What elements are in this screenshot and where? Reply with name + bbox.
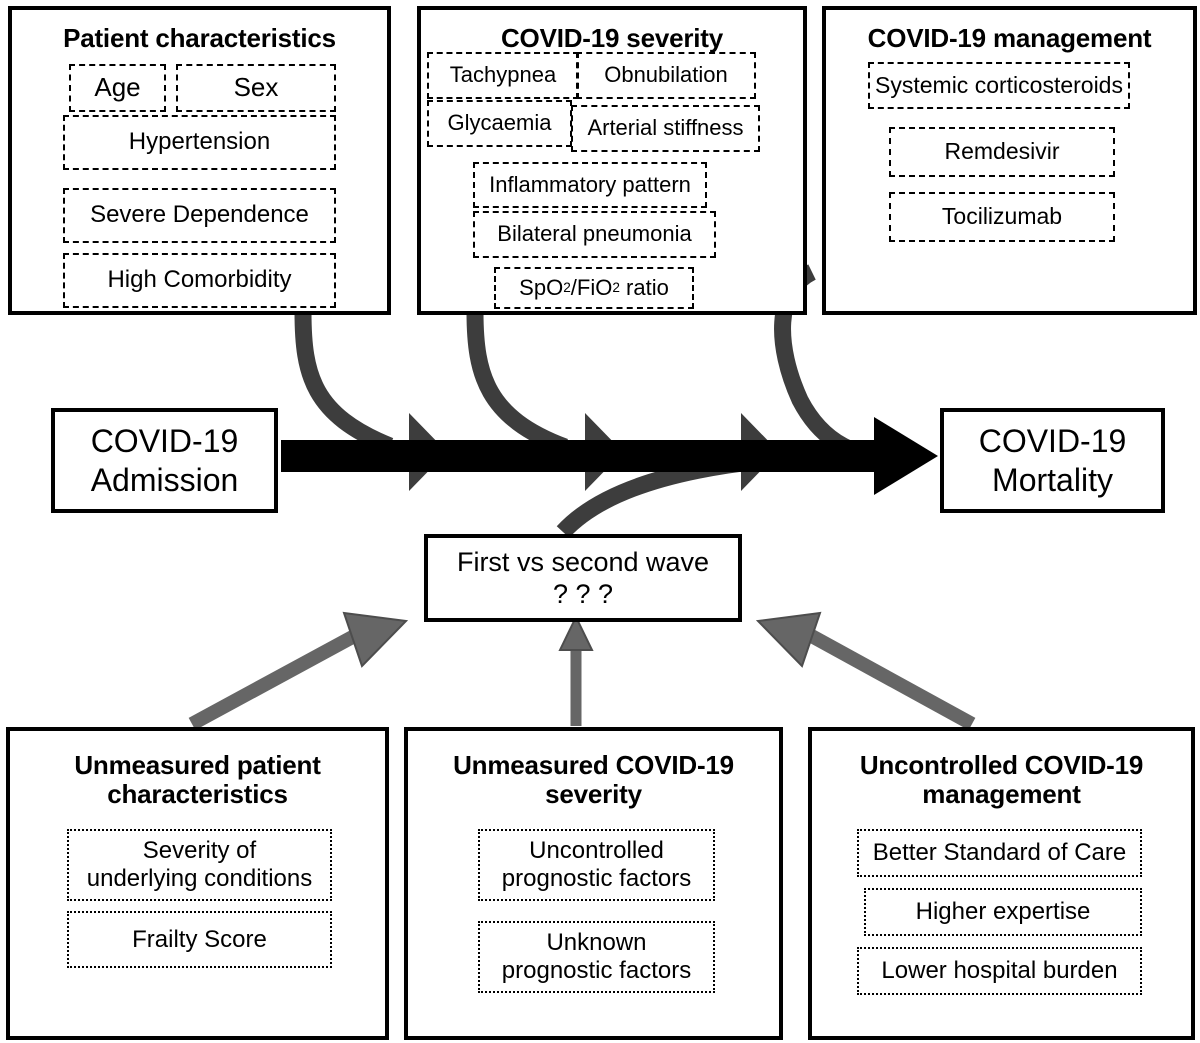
box-covid-mortality: COVID-19 Mortality [940,408,1165,513]
box-first-vs-second-wave: First vs second wave ? ? ? [424,534,742,622]
item-tocilizumab: Tocilizumab [889,192,1115,242]
item-systemic-corticosteroids: Systemic corticosteroids [868,62,1130,109]
item-obnubilation: Obnubilation [576,52,756,99]
item-severe-dependence: Severe Dependence [63,188,336,243]
item-uncontrolled-prognostic-factors: Uncontrolled prognostic factors [478,829,715,901]
item-bilateral-pneumonia: Bilateral pneumonia [473,211,716,258]
item-lower-hospital-burden: Lower hospital burden [857,947,1142,995]
curved-arrow-to-wave-box [556,446,881,538]
item-glycaemia: Glycaemia [427,100,572,147]
gray-arrow-left [188,611,409,731]
item-inflammatory-pattern: Inflammatory pattern [473,162,707,208]
box-patient-characteristics: Patient characteristics Age Sex Hyperten… [8,6,391,315]
item-tachypnea: Tachypnea [427,52,579,99]
item-arterial-stiffness: Arterial stiffness [571,105,760,152]
item-better-standard-of-care: Better Standard of Care [857,829,1142,877]
box-covid-management: COVID-19 management Systemic corticoster… [822,6,1197,315]
item-sex: Sex [176,64,336,112]
item-severity-of-underlying-conditions: Severity of underlying conditions [67,829,332,901]
box-title-unmeasured-covid-severity: Unmeasured COVID-19 severity [453,750,734,810]
box-title-unmeasured-patient-characteristics: Unmeasured patient characteristics [74,750,321,810]
item-age: Age [69,64,166,112]
gray-arrow-middle [558,614,594,726]
box-unmeasured-covid-severity: Unmeasured COVID-19 severity Uncontrolle… [404,727,783,1040]
item-high-comorbidity: High Comorbidity [63,253,336,308]
item-remdesivir: Remdesivir [889,127,1115,177]
curved-arrow-covid-severity [466,311,623,491]
box-title-uncontrolled-covid-management: Uncontrolled COVID-19 management [859,750,1144,810]
box-uncontrolled-covid-management: Uncontrolled COVID-19 management Better … [808,727,1195,1040]
item-frailty-score: Frailty Score [67,911,332,968]
box-covid-severity: COVID-19 severity Tachypnea Obnubilation… [417,6,807,315]
item-hypertension: Hypertension [63,115,336,170]
curved-arrow-patient-characteristics [294,311,447,491]
box-covid-admission: COVID-19 Admission [51,408,278,513]
box-title-covid-management: COVID-19 management [867,23,1152,53]
box-title-patient-characteristics: Patient characteristics [63,23,336,53]
item-higher-expertise: Higher expertise [864,888,1142,936]
item-unknown-prognostic-factors: Unknown prognostic factors [478,921,715,993]
box-unmeasured-patient-characteristics: Unmeasured patient characteristics Sever… [6,727,389,1040]
box-title-covid-severity: COVID-19 severity [500,23,724,53]
main-pathway-arrow [281,417,938,495]
gray-arrow-right [755,611,976,731]
